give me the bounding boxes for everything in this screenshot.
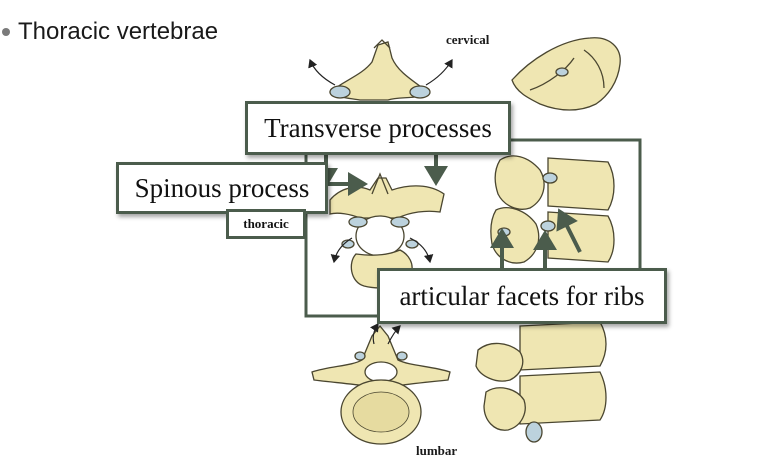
slide-title-text: Thoracic vertebrae: [18, 18, 219, 45]
transverse-processes-callout: Transverse processes: [245, 101, 511, 155]
cervical-label: cervical: [446, 32, 490, 47]
thoracic-arrows: [330, 237, 434, 264]
lumbar-vertebra-top: [311, 324, 451, 445]
articular-facets-callout: articular facets for ribs: [377, 268, 667, 324]
cervical-vertebrae-side: [511, 37, 621, 111]
thoracic-vertebrae-side: [490, 155, 615, 264]
lumbar-label: lumbar: [416, 443, 458, 458]
lumbar-arrows: [370, 323, 401, 345]
cervical-vertebra-top: [328, 39, 431, 101]
lumbar-vertebrae-side: [475, 321, 607, 443]
thoracic-label: thoracic: [226, 209, 306, 239]
slide-title: Thoracic vertebrae: [0, 16, 218, 48]
spinous-process-callout: Spinous process: [116, 162, 328, 214]
bullet-icon: [2, 28, 10, 36]
cervical-arrows: [308, 58, 453, 86]
